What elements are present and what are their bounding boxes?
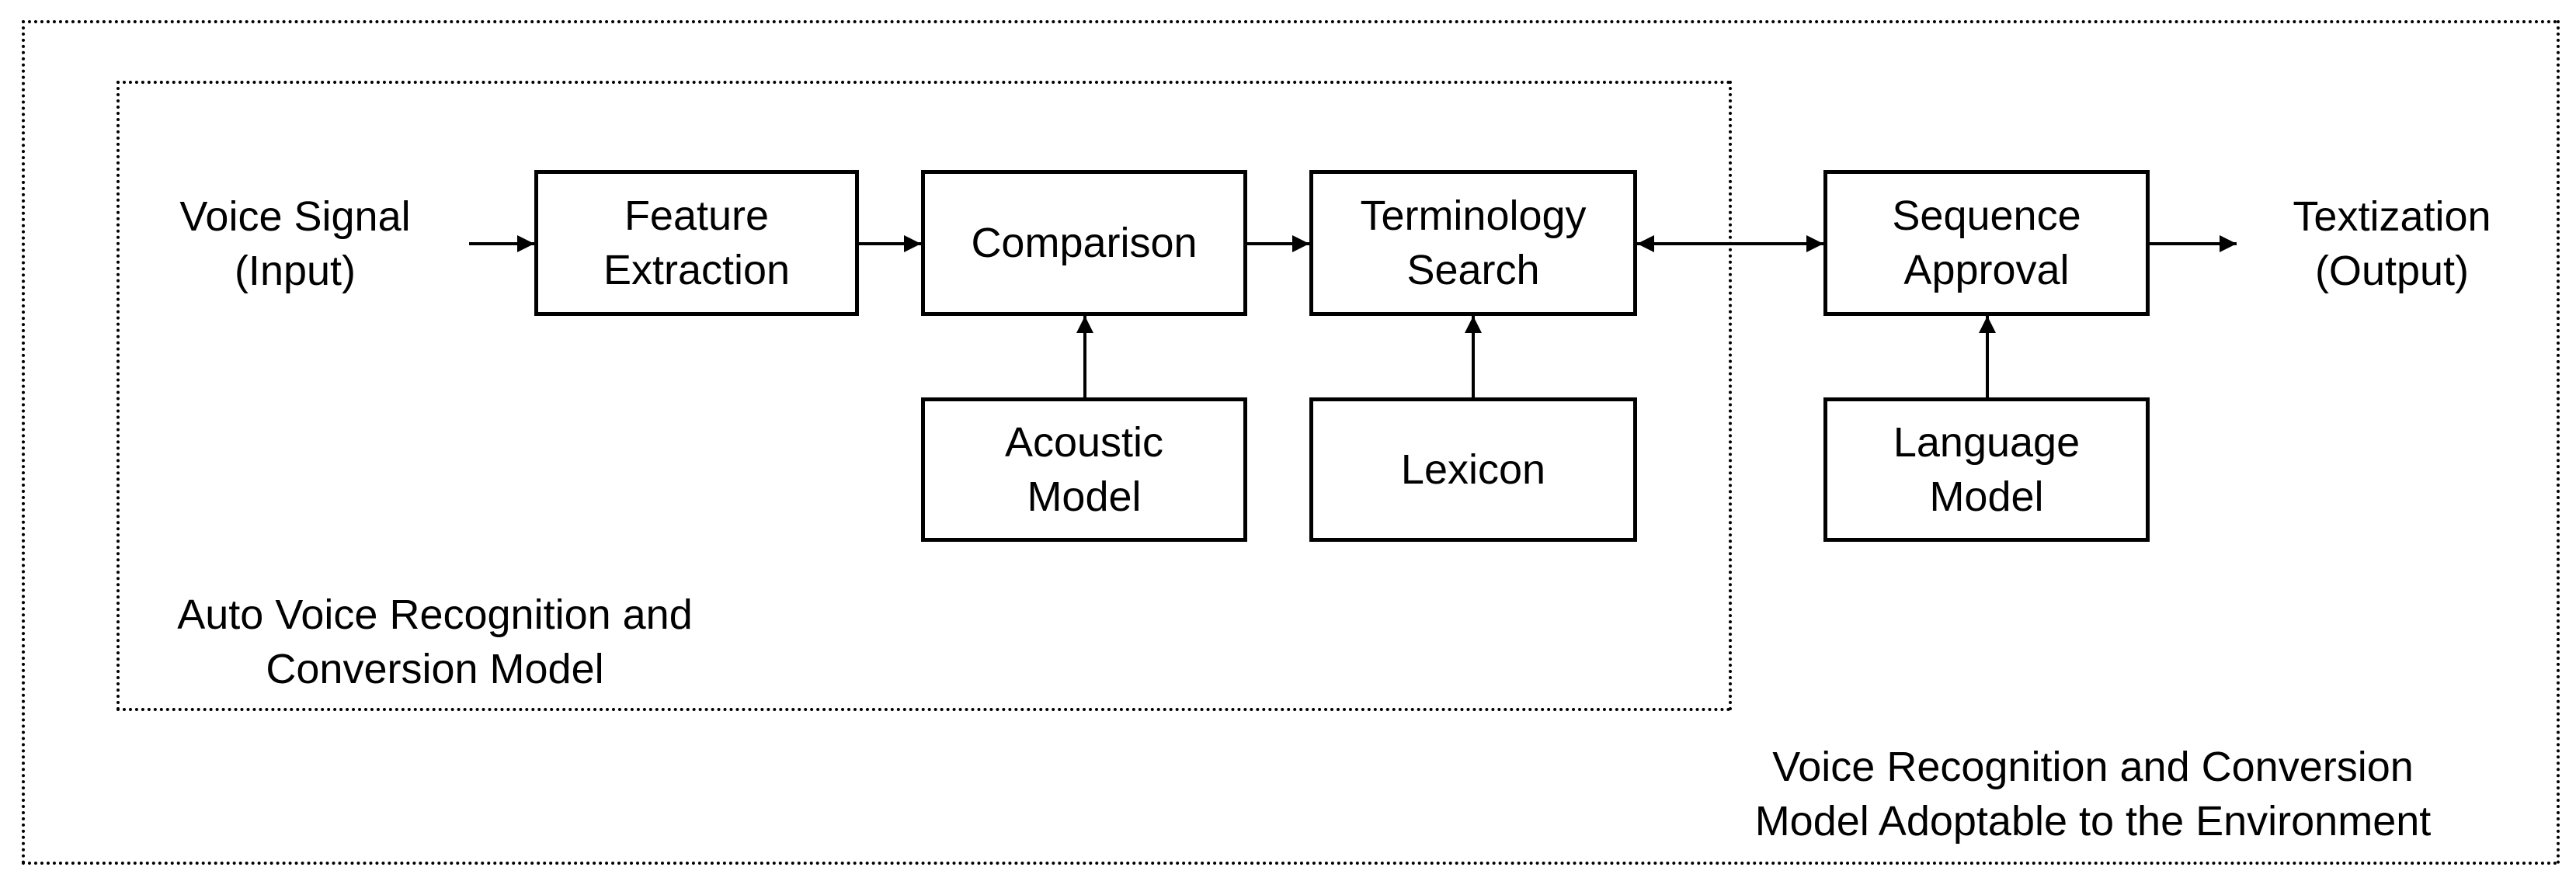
comparison-block: Comparison [921,170,1247,316]
input-label: Voice Signal (Input) [179,193,411,294]
environment-model-label: Voice Recognition and Conversion Model A… [1754,744,2432,845]
sequence-approval-block: Sequence Approval [1823,170,2150,316]
language-model-block: Language Model [1823,397,2150,542]
auto-model-frame [116,81,1732,711]
output-label: Textization (Output) [2293,193,2491,294]
feature-extraction-block: Feature Extraction [534,170,859,316]
environment-model-frame [22,20,2560,865]
terminology-search-block: Terminology Search [1309,170,1637,316]
acoustic-model-block: Acoustic Model [921,397,1247,542]
lexicon-block: Lexicon [1309,397,1637,542]
auto-model-label: Auto Voice Recognition and Conversion Mo… [177,591,693,692]
